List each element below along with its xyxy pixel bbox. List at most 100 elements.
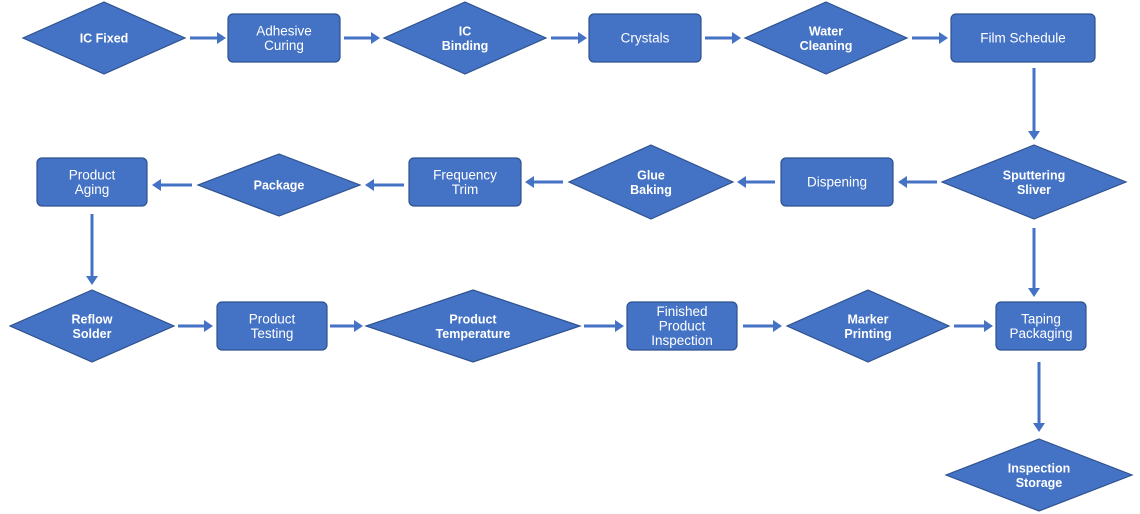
decision-diamond <box>944 438 1134 512</box>
node-label-line: Product <box>249 311 296 326</box>
node-package: Package <box>196 153 362 217</box>
arrow-product-testing-to-product-temperature <box>330 320 363 332</box>
node-label-line: Testing <box>251 326 294 341</box>
process-box <box>588 13 702 63</box>
arrow-water-cleaning-to-film-schedule <box>912 32 948 44</box>
node-label-line: Taping <box>1021 311 1061 326</box>
arrow-head <box>578 32 587 44</box>
arrow-marker-printing-to-taping-packaging <box>954 320 993 332</box>
node-label-line: Inspection <box>651 333 713 348</box>
arrow-head <box>773 320 782 332</box>
node-label-line: Aging <box>75 182 110 197</box>
node-label-line: Cleaning <box>800 39 853 53</box>
decision-diamond <box>567 144 735 220</box>
decision-diamond <box>21 1 187 75</box>
arrow-head <box>525 176 534 188</box>
decision-diamond <box>196 153 362 217</box>
arrow-head <box>615 320 624 332</box>
process-box <box>216 301 328 351</box>
node-label-line: IC <box>459 24 472 38</box>
node-label-line: Water <box>809 24 843 38</box>
process-box <box>780 157 894 207</box>
arrow-glue-baking-to-frequency-trim <box>525 176 563 188</box>
arrow-finished-product-inspection-to-marker-printing <box>743 320 782 332</box>
process-box <box>227 13 341 63</box>
arrow-crystals-to-water-cleaning <box>705 32 741 44</box>
arrow-head <box>1028 288 1040 297</box>
arrow-ic-fixed-to-adhesive-curing <box>190 32 226 44</box>
node-label-line: Packaging <box>1009 326 1072 341</box>
node-label-line: IC Fixed <box>80 32 129 46</box>
node-label-line: Baking <box>630 183 672 197</box>
process-box <box>950 13 1096 63</box>
node-label-line: Crystals <box>621 31 670 46</box>
node-ic-fixed: IC Fixed <box>21 1 187 75</box>
node-label-line: Temperature <box>436 327 511 341</box>
node-label-line: Dispening <box>807 175 867 190</box>
node-label-line: Curing <box>264 38 304 53</box>
node-label-line: Adhesive <box>256 23 312 38</box>
node-label-line: Product <box>659 319 706 334</box>
decision-diamond <box>382 1 548 75</box>
node-label-line: Product <box>69 167 116 182</box>
arrow-frequency-trim-to-package <box>365 179 404 191</box>
node-label-line: Trim <box>452 182 479 197</box>
arrow-head <box>217 32 226 44</box>
arrow-head <box>898 176 907 188</box>
node-label-line: Film Schedule <box>980 31 1066 46</box>
arrow-head <box>1028 131 1040 140</box>
node-label-line: Frequency <box>433 167 497 182</box>
arrow-film-schedule-to-sputtering-sliver <box>1028 68 1040 140</box>
arrow-head <box>371 32 380 44</box>
arrow-head <box>365 179 374 191</box>
node-label-line: Marker <box>848 312 889 326</box>
decision-diamond <box>8 289 176 363</box>
arrow-product-aging-to-reflow-solder <box>86 214 98 285</box>
node-label-line: Inspection <box>1008 461 1071 475</box>
arrow-head <box>984 320 993 332</box>
decision-diamond <box>785 289 951 363</box>
node-label-line: Storage <box>1016 476 1063 490</box>
process-box <box>626 301 738 351</box>
arrow-adhesive-curing-to-ic-binding <box>344 32 380 44</box>
node-label-line: Glue <box>637 168 665 182</box>
node-label-line: Sputtering <box>1003 168 1066 182</box>
arrow-product-temperature-to-finished-product-inspection <box>584 320 624 332</box>
arrow-head <box>86 276 98 285</box>
arrow-head <box>354 320 363 332</box>
arrow-head <box>737 176 746 188</box>
node-label-line: Product <box>449 312 497 326</box>
arrow-package-to-product-aging <box>152 179 192 191</box>
arrow-head <box>204 320 213 332</box>
arrow-head <box>1033 423 1045 432</box>
arrow-sputtering-sliver-to-taping-packaging <box>1028 228 1040 297</box>
arrow-sputtering-sliver-to-dispening <box>898 176 937 188</box>
process-box <box>408 157 522 207</box>
process-box <box>995 301 1087 351</box>
decision-diamond <box>940 144 1128 220</box>
flow-arrows <box>86 32 1045 432</box>
arrow-taping-packaging-to-inspection-storage <box>1033 362 1045 432</box>
arrow-head <box>939 32 948 44</box>
node-label-line: Binding <box>442 39 489 53</box>
arrow-reflow-solder-to-product-testing <box>178 320 213 332</box>
node-label-line: Solder <box>73 327 112 341</box>
node-label-line: Package <box>254 179 305 193</box>
node-dispening: Dispening <box>780 157 894 207</box>
arrow-head <box>732 32 741 44</box>
process-box <box>36 157 148 207</box>
